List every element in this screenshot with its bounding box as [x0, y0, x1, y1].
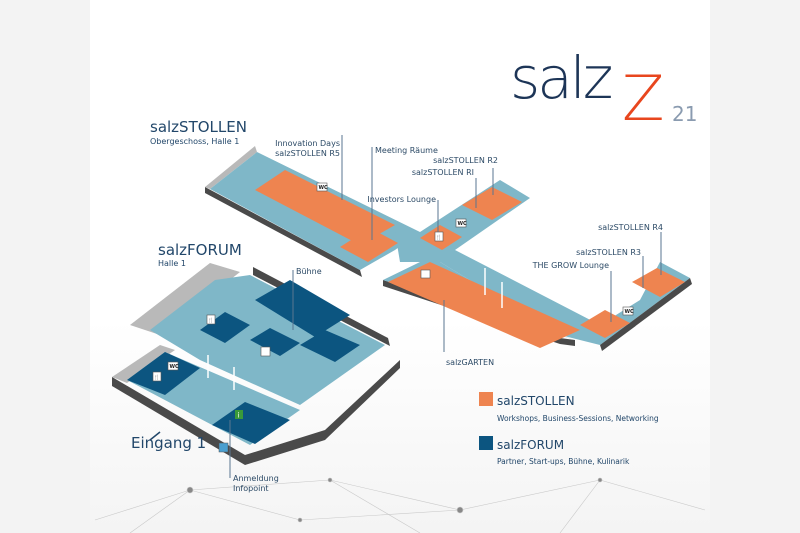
label-grow: THE GROW Lounge — [532, 261, 609, 270]
svg-text:🍴: 🍴 — [436, 234, 442, 241]
label-buehne: Bühne — [296, 267, 322, 276]
floor-plan-map: WC WC WC WC 🍴 🍴 🍴 i salzSTOLLEN Obergesc… — [94, 44, 706, 533]
info-icon: i — [235, 410, 243, 420]
svg-text:WC: WC — [625, 309, 635, 315]
legend-desc-forum: Partner, Start-ups, Bühne, Kulinarik — [497, 457, 630, 466]
legend-title-stollen: salzSTOLLEN — [497, 394, 575, 408]
stollen-subtitle: Obergeschoss, Halle 1 — [150, 137, 239, 146]
stollen-title: salzSTOLLEN — [150, 118, 247, 136]
svg-text:WC: WC — [319, 185, 329, 191]
floor-plan-canvas: WC WC WC WC 🍴 🍴 🍴 i salzSTOLLEN Obergesc… — [90, 0, 710, 533]
salzstollen-floor — [205, 146, 692, 351]
room-salzgarten — [388, 262, 580, 348]
wc-icon: WC — [622, 306, 635, 316]
wc-icon: WC — [455, 218, 468, 228]
legend-title-forum: salzFORUM — [497, 438, 564, 452]
legend-desc-stollen: Workshops, Business-Sessions, Networking — [497, 414, 659, 423]
room-meeting — [340, 228, 398, 262]
forum-title: salzFORUM — [158, 241, 242, 259]
svg-text:i: i — [238, 412, 240, 420]
label-r3: salzSTOLLEN R3 — [576, 248, 641, 257]
label-r4: salzSTOLLEN R4 — [598, 223, 663, 232]
coffee-icon — [420, 269, 431, 279]
label-r2: salzSTOLLEN R2 — [433, 156, 498, 165]
room-innovation-days — [255, 170, 395, 245]
label-infopoint: Infopoint — [233, 484, 269, 493]
svg-text:🍴: 🍴 — [208, 317, 214, 324]
wc-icon: WC — [316, 182, 329, 192]
label-investors: Investors Lounge — [367, 195, 436, 204]
room-r3-r4 — [632, 268, 685, 297]
label-eingang: Eingang 1 — [131, 434, 206, 452]
network-decoration — [94, 477, 706, 533]
svg-text:🍴: 🍴 — [154, 374, 160, 381]
label-anmeldung: Anmeldung — [233, 474, 279, 483]
salzforum-floor — [112, 263, 400, 465]
label-meeting: Meeting Räume — [375, 146, 438, 155]
label-r1: salzSTOLLEN RI — [412, 168, 474, 177]
svg-text:21: 21 — [672, 102, 697, 126]
legend-swatch-forum — [479, 436, 493, 450]
legend-swatch-stollen — [479, 392, 493, 406]
salz21-logo: salz Z 21 — [510, 44, 697, 135]
registration-icon — [218, 442, 229, 453]
restaurant-icon: 🍴 — [206, 314, 216, 325]
wc-icon: WC — [167, 361, 180, 371]
room-r1-r2 — [462, 187, 522, 220]
label-garten: salzGARTEN — [446, 358, 494, 367]
forum-subtitle: Halle 1 — [158, 259, 186, 268]
room-grow-lounge — [580, 310, 630, 338]
svg-text:WC: WC — [458, 221, 468, 227]
legend: salzSTOLLEN Workshops, Business-Sessions… — [479, 392, 659, 466]
stage-area — [255, 280, 350, 337]
svg-text:salz: salz — [510, 44, 611, 112]
svg-text:WC: WC — [170, 364, 180, 370]
entrance-arrow — [149, 431, 161, 441]
svg-text:Z: Z — [622, 62, 664, 135]
restaurant-icon: 🍴 — [152, 371, 162, 382]
bar-icon — [260, 346, 271, 357]
label-innovation-days: Innovation Days — [275, 139, 340, 148]
restaurant-icon: 🍴 — [434, 231, 444, 242]
label-r5: salzSTOLLEN R5 — [275, 149, 340, 158]
